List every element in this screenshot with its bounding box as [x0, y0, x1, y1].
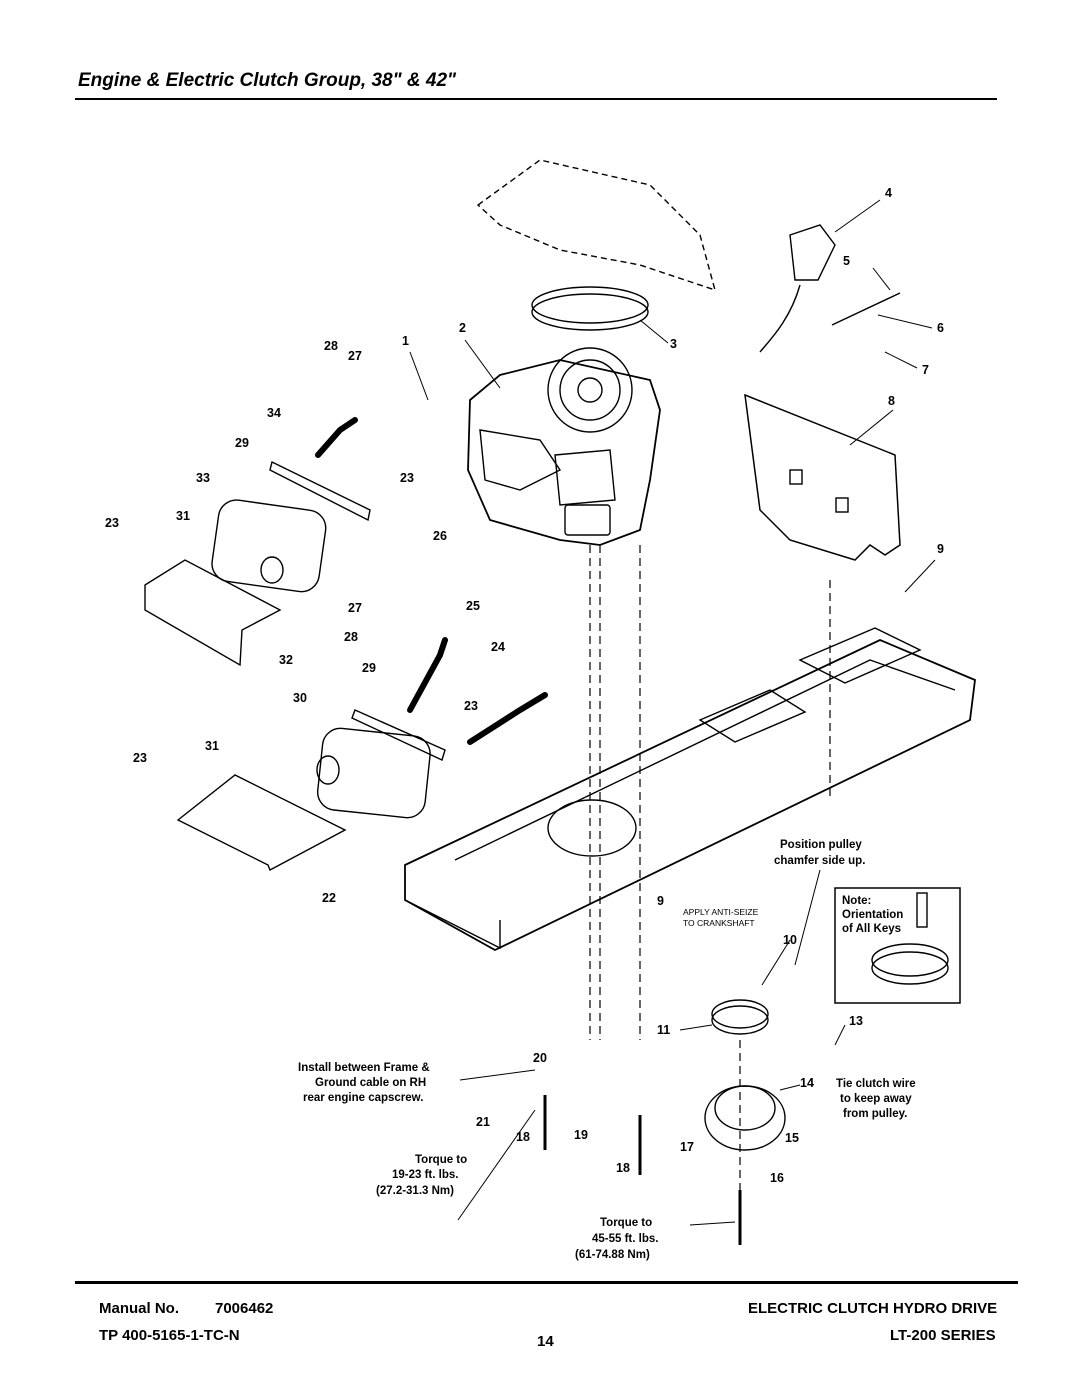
callout-number: 4: [885, 186, 892, 200]
muffler-guard-lower: [176, 774, 347, 871]
callout-number: 19: [574, 1128, 588, 1142]
callout-number: 5: [843, 254, 850, 268]
callout-number: 9: [937, 542, 944, 556]
callout-number: 29: [362, 661, 376, 675]
callout-number: 28: [324, 339, 338, 353]
callout-number: 25: [466, 599, 480, 613]
page-number: 14: [537, 1333, 554, 1350]
callout-number: 18: [616, 1161, 630, 1175]
callout-numbers: 1 2 3 4 5 6 7 8 9 9 10 11 13 14 15 16 17…: [105, 186, 944, 1185]
callout-number: 1: [402, 334, 409, 348]
ground-note-line: rear engine capscrew.: [303, 1092, 423, 1104]
callout-number: 23: [105, 516, 119, 530]
callout-number: 26: [433, 529, 447, 543]
frame-opening: [547, 799, 637, 857]
callout-number: 6: [937, 321, 944, 335]
tp-number: TP 400-5165-1-TC-N: [99, 1327, 240, 1344]
orientation-note-line: Note:: [842, 895, 871, 907]
section-title: ELECTRIC CLUTCH HYDRO DRIVE: [748, 1300, 998, 1317]
callout-number: 11: [657, 1023, 670, 1037]
shroud-part: [476, 159, 717, 292]
callout-number: 23: [133, 751, 147, 765]
callout-number: 34: [267, 406, 281, 420]
frame-part: [404, 639, 976, 952]
callout-number: 20: [533, 1051, 547, 1065]
callout-number: 31: [176, 509, 190, 523]
callout-number: 27: [348, 349, 362, 363]
torque-note-line: 45-55 ft. lbs.: [592, 1233, 658, 1245]
title-rule: [75, 98, 997, 100]
callout-number: 28: [344, 630, 358, 644]
heat-shield-part: [744, 393, 901, 561]
callout-number: 33: [196, 471, 210, 485]
manual-label: Manual No.: [99, 1300, 180, 1317]
callout-number: 9: [657, 894, 664, 908]
footer-rule: [75, 1281, 1018, 1284]
anti-seize-note-line: TO CRANKSHAFT: [683, 918, 755, 928]
pulley-part: [711, 1005, 769, 1035]
callout-number: 23: [464, 699, 478, 713]
tie-wire-note-line: to keep away: [840, 1093, 912, 1105]
callout-number: 32: [279, 653, 293, 667]
callout-number: 30: [293, 691, 307, 705]
engine-part: [467, 347, 661, 546]
tie-wire-note-line: Tie clutch wire: [836, 1078, 916, 1090]
ignition-switch-part: [789, 224, 836, 281]
orientation-note-box: [834, 887, 961, 1004]
callout-number: 2: [459, 321, 466, 335]
pulley-note-line: Position pulley: [780, 839, 862, 851]
torque-note-line: Torque to: [415, 1154, 467, 1166]
callout-number: 15: [785, 1131, 799, 1145]
callout-number: 27: [348, 601, 362, 615]
torque-note-line: 19-23 ft. lbs.: [392, 1169, 458, 1181]
callout-number: 10: [783, 933, 797, 947]
callout-number: 13: [849, 1014, 863, 1028]
callout-number: 31: [205, 739, 219, 753]
torque-note-line: (27.2-31.3 Nm): [376, 1185, 454, 1197]
orientation-note-line: Orientation: [842, 909, 903, 921]
ground-note-line: Install between Frame &: [298, 1062, 430, 1074]
electric-clutch-part: [704, 1085, 786, 1151]
series-title: LT-200 SERIES: [890, 1327, 996, 1344]
callout-number: 21: [476, 1115, 490, 1129]
manual-number: 7006462: [215, 1300, 274, 1317]
callout-number: 8: [888, 394, 895, 408]
diagram-linework: [144, 159, 976, 1245]
diagram-notes: Position pulley chamfer side up. APPLY A…: [298, 839, 916, 1261]
pulley-note-line: chamfer side up.: [774, 855, 865, 867]
callout-number: 18: [516, 1130, 530, 1144]
callout-number: 3: [670, 337, 677, 351]
muffler-upper: [211, 499, 327, 593]
muffler-lower: [316, 727, 431, 819]
callout-number: 7: [922, 363, 929, 377]
callout-number: 17: [680, 1140, 694, 1154]
callout-number: 22: [322, 891, 336, 905]
torque-note-line: (61-74.88 Nm): [575, 1249, 650, 1261]
tie-wire-note-line: from pulley.: [843, 1108, 907, 1120]
ground-note-line: Ground cable on RH: [315, 1077, 426, 1089]
callout-number: 14: [800, 1076, 814, 1090]
callout-number: 24: [491, 640, 505, 654]
page-title: Engine & Electric Clutch Group, 38" & 42…: [78, 70, 457, 91]
anti-seize-note-line: APPLY ANTI-SEIZE: [683, 907, 759, 917]
filter-ring: [531, 286, 649, 324]
callout-number: 29: [235, 436, 249, 450]
torque-note-line: Torque to: [600, 1217, 652, 1229]
callout-number: 23: [400, 471, 414, 485]
orientation-note-line: of All Keys: [842, 923, 901, 935]
callout-number: 16: [770, 1171, 784, 1185]
muffler-guard-upper: [144, 559, 282, 667]
